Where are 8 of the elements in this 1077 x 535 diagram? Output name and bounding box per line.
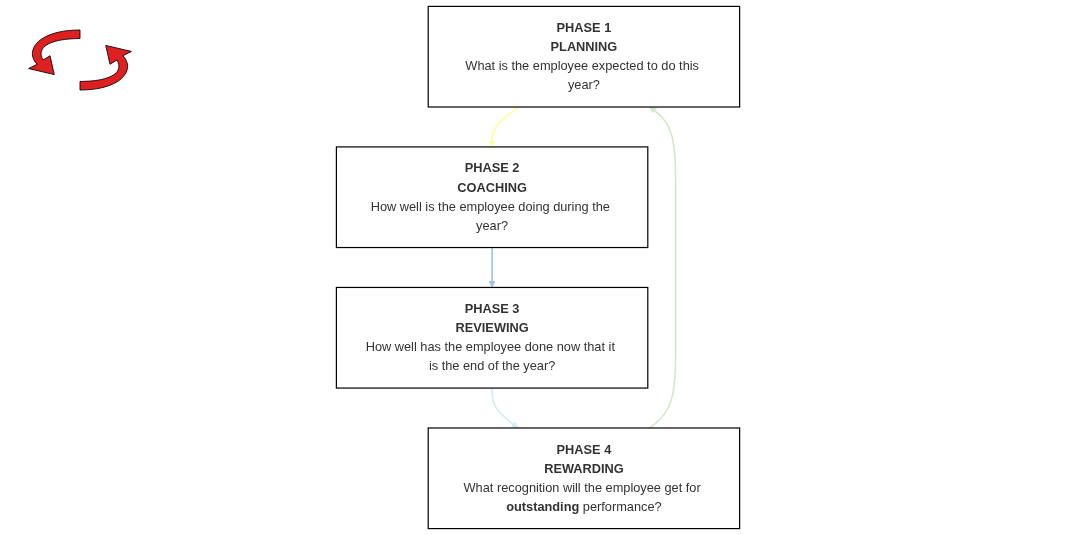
node-box: PHASE 1 PLANNING What is the employee expected to do this year? xyxy=(428,5,741,108)
node-box: PHASE 3 REVIEWING How well has the employee done now that it is the end of the year? xyxy=(336,286,649,389)
arrow xyxy=(489,246,497,288)
arrow xyxy=(489,106,520,148)
arrow xyxy=(649,106,678,429)
arrow xyxy=(491,387,519,429)
node-box: PHASE 2 COACHING How well is the employee doing during the year? xyxy=(336,146,649,249)
node-box: PHASE 4 REWARDING What recognition will the employee get for outstanding performance? xyxy=(428,427,741,530)
